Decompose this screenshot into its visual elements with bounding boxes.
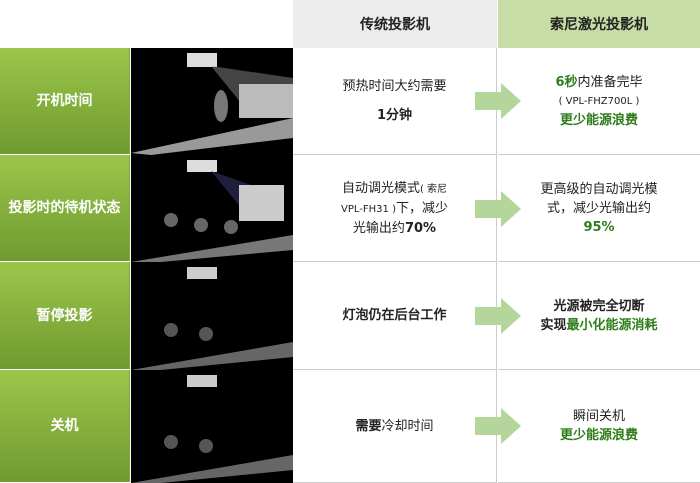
traditional-cell: 自动调光模式( 索尼 VPL-FH31 )下，减少 光输出约70% bbox=[293, 155, 497, 262]
row-label: 暂停投影 bbox=[0, 262, 130, 369]
text: 自动调光模式 bbox=[341, 180, 420, 196]
projector-scene-image bbox=[131, 155, 293, 262]
text: 更少能源浪费 bbox=[559, 428, 638, 443]
traditional-cell: 灯泡仍在后台工作 bbox=[293, 262, 497, 370]
traditional-cell: 预热时间大约需要 1分钟 bbox=[293, 48, 497, 155]
text: 冷却时间 bbox=[381, 418, 434, 434]
text: 实现 bbox=[540, 317, 567, 333]
model-text: VPL-FH31 ) bbox=[341, 203, 396, 215]
text: 6秒 bbox=[555, 74, 578, 90]
text: 预热时间大约需要 bbox=[342, 79, 447, 94]
text: 灯泡仍在后台工作 bbox=[342, 308, 447, 323]
text: 下，减少 bbox=[395, 200, 448, 216]
arrow-right-icon bbox=[475, 298, 521, 334]
sony-cell: 6秒内准备完毕 ( VPL-FHZ700L ) 更少能源浪费 bbox=[498, 48, 700, 155]
row-label: 关机 bbox=[0, 370, 130, 482]
model-text: ( VPL-FHZ700L ) bbox=[558, 95, 640, 107]
table-row: 投影时的待机状态 自动调光模式( 索尼 VPL-FH31 )下，减少 光输出约7… bbox=[0, 155, 700, 262]
table-row: 开机时间 预热时间大约需要 1分钟 6秒内准备完毕 ( VPL-FHZ700L ) 更… bbox=[0, 48, 700, 155]
arrow-right-icon bbox=[475, 83, 521, 119]
projector-scene-image bbox=[131, 262, 293, 370]
text: 70% bbox=[404, 220, 437, 236]
projector-scene-image bbox=[131, 370, 293, 483]
header-sony: 索尼激光投影机 bbox=[498, 0, 700, 48]
text: 更高级的自动调光模 bbox=[540, 181, 658, 197]
model-text: ( 索尼 bbox=[419, 183, 448, 195]
text: 瞬间关机 bbox=[572, 409, 625, 424]
sony-cell: 光源被完全切断实现最小化能源消耗 bbox=[498, 262, 700, 370]
text: 式，减少光输出约 bbox=[546, 200, 651, 216]
table-row: 关机 需要冷却时间 瞬间关机更少能源浪费 bbox=[0, 370, 700, 483]
sony-cell: 瞬间关机更少能源浪费 bbox=[498, 370, 700, 483]
table-row: 暂停投影 灯泡仍在后台工作 光源被完全切断实现最小化能源消耗 bbox=[0, 262, 700, 370]
text: 内准备完毕 bbox=[577, 74, 643, 90]
text: 需要 bbox=[355, 418, 382, 434]
text: 光源被完全切断 bbox=[553, 298, 645, 314]
projector-scene-image bbox=[131, 48, 293, 155]
sony-cell: 更高级的自动调光模式，减少光输出约 95% bbox=[498, 155, 700, 262]
text: 最小化能源消耗 bbox=[566, 317, 658, 333]
text: 95% bbox=[583, 219, 615, 235]
row-label: 开机时间 bbox=[0, 48, 130, 154]
traditional-cell: 需要冷却时间 bbox=[293, 370, 497, 483]
header-traditional: 传统投影机 bbox=[293, 0, 497, 48]
text: 1分钟 bbox=[376, 108, 413, 123]
arrow-right-icon bbox=[475, 408, 521, 444]
text: 光输出约 bbox=[352, 220, 405, 236]
row-label: 投影时的待机状态 bbox=[0, 155, 130, 261]
text: 更少能源浪费 bbox=[559, 112, 638, 128]
arrow-right-icon bbox=[475, 191, 521, 227]
